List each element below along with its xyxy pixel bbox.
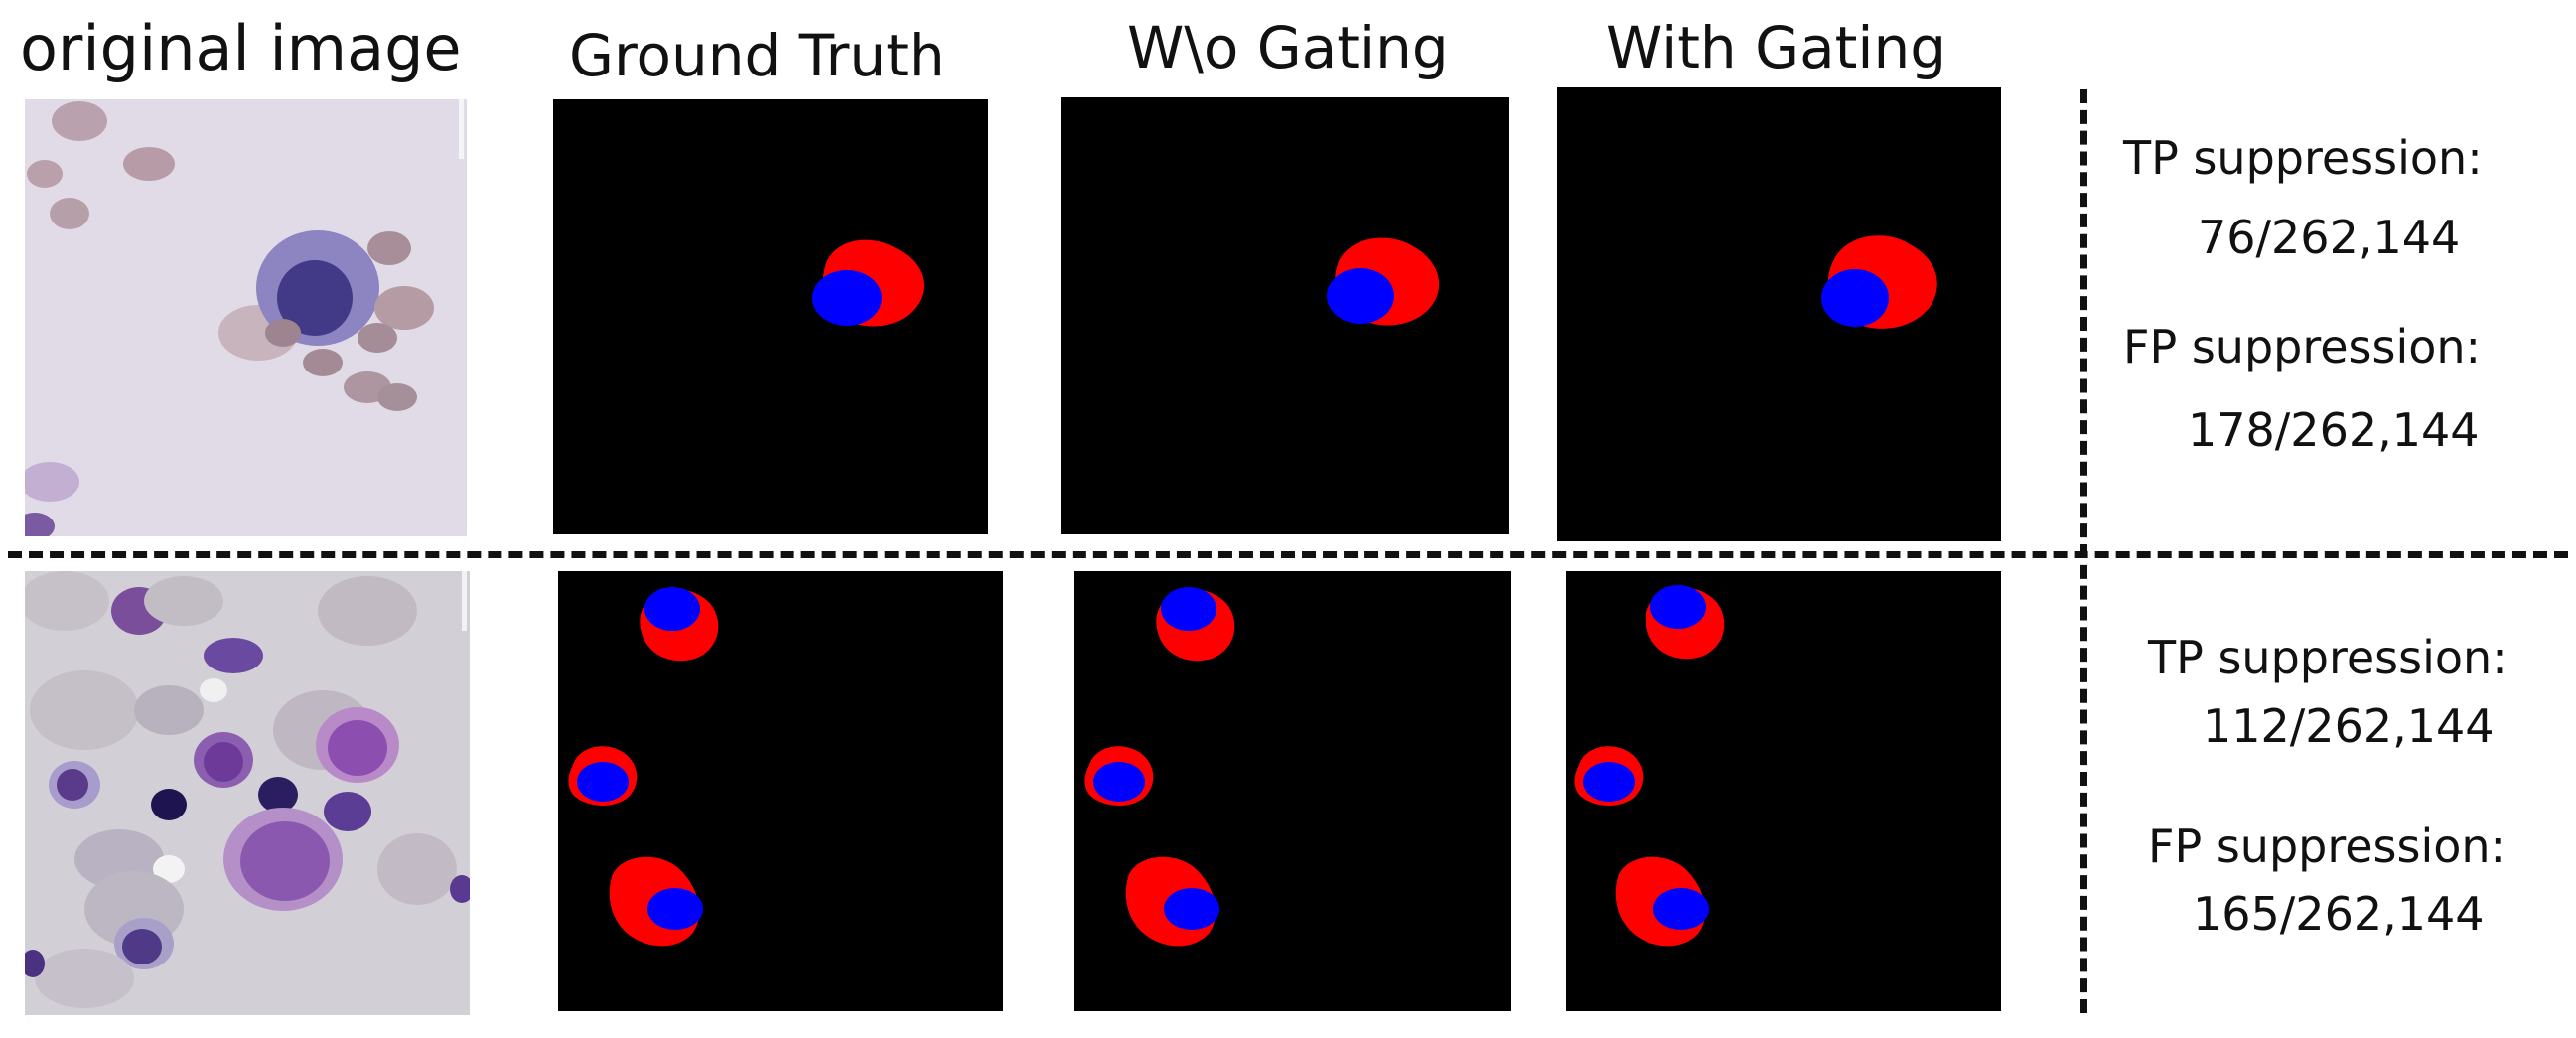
row-divider xyxy=(8,551,2568,558)
mask-panel-row-1-ground-truth xyxy=(553,99,988,534)
row-1-fp-label: FP suppression: xyxy=(2123,320,2482,373)
nucleus-region xyxy=(1164,888,1219,930)
header-original-image: original image xyxy=(20,12,462,84)
header-ground-truth: Ground Truth xyxy=(569,22,945,89)
nucleus-region xyxy=(1093,762,1145,802)
row-1-tp-value: 76/262,144 xyxy=(2198,211,2461,264)
nucleus-region xyxy=(1583,762,1635,802)
header-with-gating: With Gating xyxy=(1606,14,1947,81)
header-without-gating: W\o Gating xyxy=(1127,14,1449,81)
nucleus-region xyxy=(1653,888,1709,930)
mask-panel-row-2-with-gating xyxy=(1566,571,2001,1011)
row-1-tp-label: TP suppression: xyxy=(2123,131,2483,185)
original-image-row-1 xyxy=(25,99,467,536)
mask-panel-row-2-ground-truth xyxy=(558,571,1003,1011)
nucleus-region xyxy=(644,587,700,631)
nucleus-region xyxy=(1650,585,1706,629)
row-2-tp-value: 112/262,144 xyxy=(2203,699,2495,753)
row-1-fp-value: 178/262,144 xyxy=(2188,403,2480,457)
nucleus-region xyxy=(1161,587,1216,631)
nucleus-region xyxy=(1821,269,1889,327)
nucleus-region xyxy=(1327,268,1394,324)
mask-panel-row-1-without-gating xyxy=(1061,97,1509,534)
nucleus-region xyxy=(812,270,882,326)
nucleus-region xyxy=(647,888,703,930)
mask-panel-row-2-without-gating xyxy=(1074,571,1511,1011)
column-divider xyxy=(2080,89,2087,1013)
nucleus-region xyxy=(577,762,629,802)
row-2-fp-value: 165/262,144 xyxy=(2193,887,2485,941)
row-2-fp-label: FP suppression: xyxy=(2148,819,2506,873)
original-image-row-2 xyxy=(25,571,470,1015)
mask-panel-row-1-with-gating xyxy=(1557,87,2001,541)
row-2-tp-label: TP suppression: xyxy=(2148,631,2507,684)
